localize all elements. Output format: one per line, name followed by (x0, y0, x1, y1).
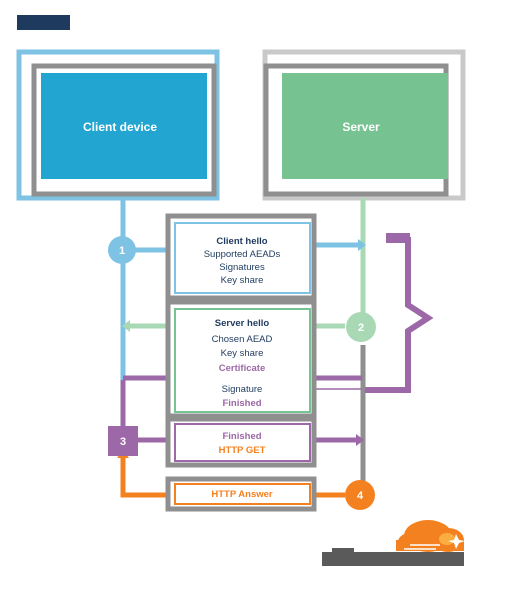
step-badge-3: 3 (108, 426, 138, 456)
client-hello-line-aeads: Supported AEADs (204, 249, 281, 260)
step-badge-1: 1 (108, 236, 136, 264)
cloudflare-logo (322, 520, 465, 566)
finished-arrowhead (356, 434, 364, 446)
server-hello-line-certificate: Certificate (219, 363, 265, 374)
http-get-label: HTTP GET (219, 445, 266, 456)
client-finished-label: Finished (222, 431, 261, 442)
server-box: Server (262, 49, 466, 201)
server-label: Server (342, 120, 380, 134)
step-badge-4-number: 4 (357, 490, 364, 502)
client-hello-box: Client hello Supported AEADs Signatures … (165, 213, 317, 301)
server-hello-line-keyshare: Key share (221, 348, 264, 359)
http-answer-label: HTTP Answer (211, 489, 273, 500)
server-finished-label: Finished (222, 398, 261, 409)
server-hello-line-aead: Chosen AEAD (212, 334, 273, 345)
client-hello-title: Client hello (216, 236, 267, 247)
step-badge-2: 2 (346, 312, 376, 342)
server-hello-box: Server hello Chosen AEAD Key share Certi… (165, 299, 317, 419)
step-badge-4: 4 (345, 480, 375, 510)
client-hello-line-signatures: Signatures (219, 262, 265, 273)
http-answer-path (120, 455, 176, 498)
server-bracket (365, 237, 434, 393)
step-badge-2-number: 2 (358, 322, 364, 334)
http-answer-box: HTTP Answer (165, 476, 317, 512)
client-hello-arrowhead (358, 239, 366, 251)
client-device-label: Client device (83, 120, 157, 134)
step-badge-3-number: 3 (120, 436, 126, 448)
client-device-box: Client device (16, 49, 220, 201)
server-hello-arrowhead (122, 320, 130, 332)
client-hello-line-keyshare: Key share (221, 275, 264, 286)
step-badge-1-number: 1 (119, 245, 125, 257)
server-hello-title: Server hello (215, 318, 270, 329)
client-finished-box: Finished HTTP GET (165, 416, 317, 468)
signature-label: Signature (222, 384, 263, 395)
header-tag (17, 15, 70, 30)
